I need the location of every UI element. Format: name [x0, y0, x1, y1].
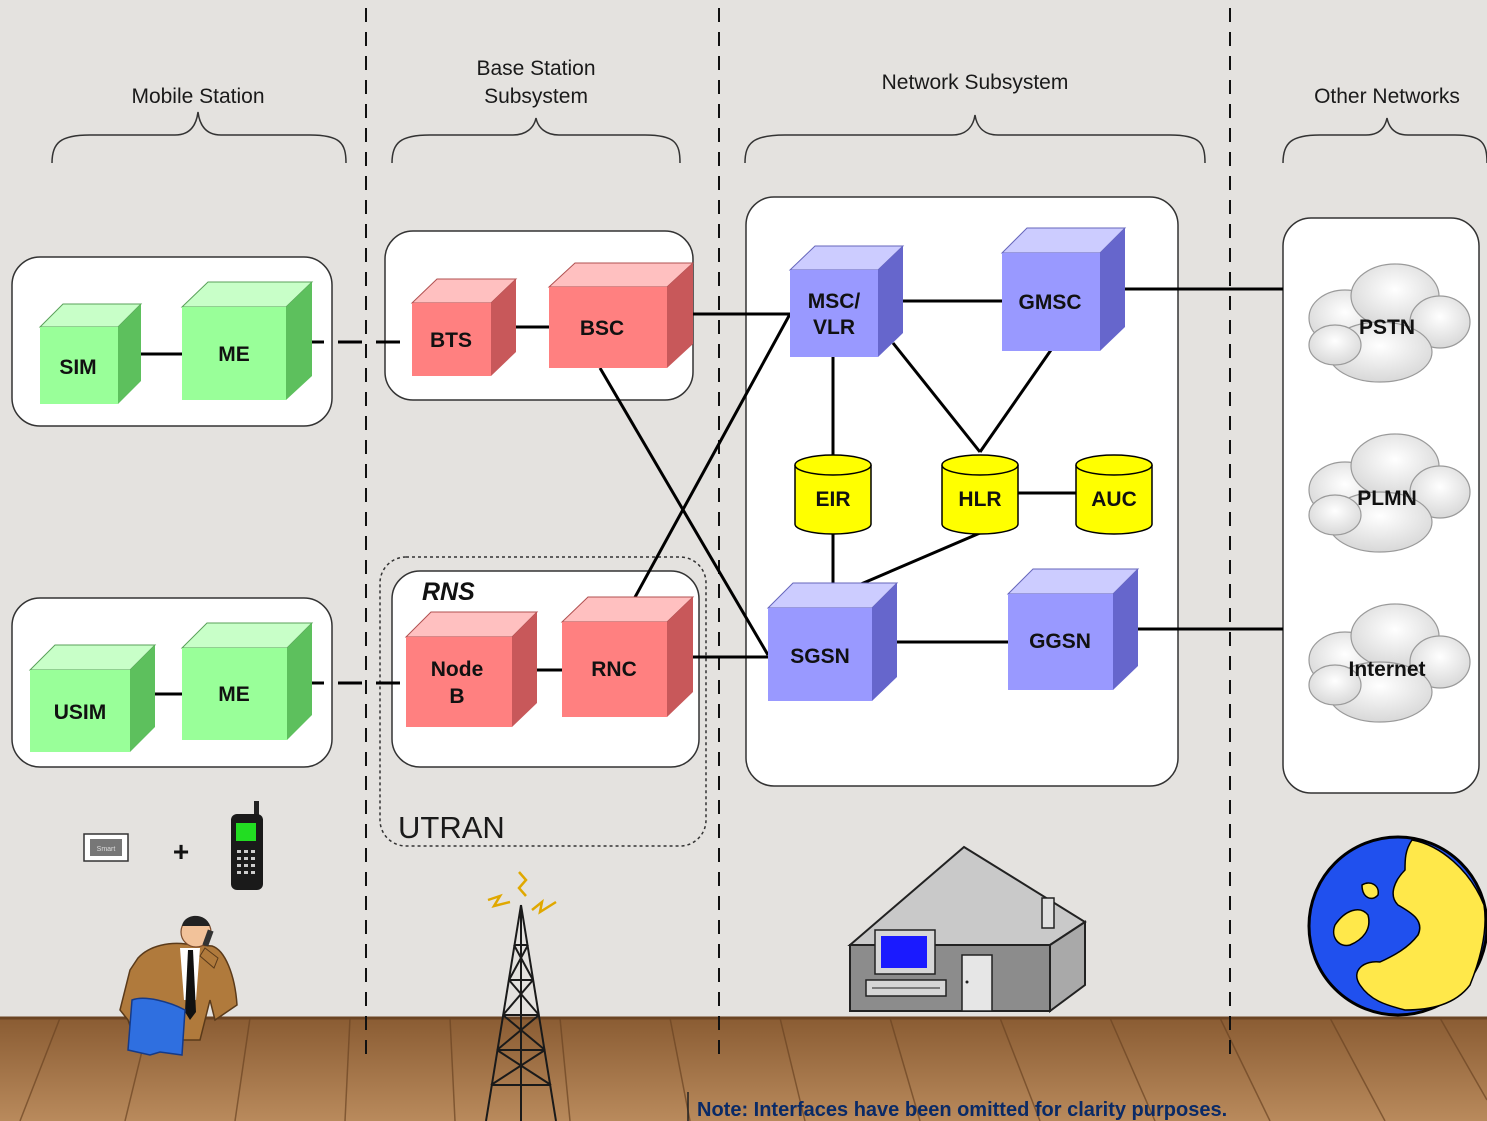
sim-label: SIM	[59, 356, 96, 379]
internet-label: Internet	[1348, 658, 1425, 681]
bss-brace	[391, 117, 681, 164]
house-with-computer-icon	[847, 845, 1087, 1013]
section-header-nss: Network Subsystem	[744, 71, 1206, 164]
me-label-gsm: ME	[218, 343, 250, 366]
mobile-station-brace	[51, 111, 347, 164]
mobile-phone-icon	[231, 801, 263, 890]
nodeb-label-line1: Node	[431, 658, 484, 681]
eir-database[interactable]: EIR	[794, 454, 872, 535]
section-header-mobile-station: Mobile Station	[51, 85, 347, 164]
gmsc-label: GMSC	[1019, 291, 1082, 314]
usim-label: USIM	[54, 701, 107, 724]
utran-label: UTRAN	[398, 810, 505, 845]
usim-node[interactable]: USIM	[28, 644, 157, 752]
globe-icon	[1307, 835, 1487, 1017]
bsc-label: BSC	[580, 317, 624, 340]
msc-label-line1: MSC/	[808, 290, 861, 313]
businessman-on-phone-icon	[119, 915, 238, 1056]
auc-label: AUC	[1091, 488, 1137, 511]
gmsc-node[interactable]: GMSC	[1000, 227, 1127, 351]
section-header-bss: Base Station Subsystem	[391, 57, 681, 164]
bsc-node[interactable]: BSC	[547, 262, 695, 368]
link-gmsc-hlr	[978, 349, 1053, 453]
link-rnc-msc	[626, 313, 792, 611]
link-bsc-sgsn	[598, 367, 770, 656]
nss-brace	[744, 114, 1206, 164]
section-dividers	[365, 8, 1231, 1058]
bss-label-line2: Subsystem	[484, 85, 588, 108]
hlr-database[interactable]: HLR	[941, 454, 1019, 535]
wooden-floor	[0, 1016, 1487, 1121]
nodeb-label-line2: B	[449, 685, 464, 708]
me-label-umts: ME	[218, 683, 250, 706]
rns-label: RNS	[422, 578, 475, 606]
msc-label-line2: VLR	[813, 316, 855, 339]
mobile-station-label: Mobile Station	[131, 85, 264, 108]
internet-cloud[interactable]: Internet	[1308, 603, 1471, 723]
ggsn-label: GGSN	[1029, 630, 1091, 653]
msc-vlr-node[interactable]: MSC/ VLR	[788, 245, 905, 357]
note-text: Note: Interfaces have been omitted for c…	[697, 1099, 1227, 1121]
plmn-label: PLMN	[1357, 487, 1417, 510]
pstn-label: PSTN	[1359, 316, 1415, 339]
other-networks-brace	[1282, 117, 1487, 164]
nodeb-node[interactable]: Node B	[404, 611, 539, 727]
rnc-label: RNC	[591, 658, 637, 681]
sim-node[interactable]: SIM	[38, 303, 143, 404]
eir-label: EIR	[815, 488, 850, 511]
bts-node[interactable]: BTS	[410, 278, 518, 376]
ggsn-node[interactable]: GGSN	[1006, 568, 1140, 690]
sgsn-label: SGSN	[790, 645, 850, 668]
bss-label-line1: Base Station	[476, 57, 595, 80]
rnc-node[interactable]: RNC	[560, 596, 695, 717]
utran-group-box	[379, 556, 707, 847]
section-header-other-networks: Other Networks	[1282, 85, 1487, 164]
plmn-cloud[interactable]: PLMN	[1308, 433, 1471, 553]
sgsn-node[interactable]: SGSN	[766, 582, 899, 701]
link-msc-hlr	[891, 342, 982, 453]
other-networks-label: Other Networks	[1314, 85, 1460, 108]
network-subsystem-label: Network Subsystem	[882, 71, 1069, 94]
card-text: Smart	[97, 846, 116, 853]
hlr-label: HLR	[958, 488, 1001, 511]
me-node-gsm[interactable]: ME	[180, 281, 314, 400]
radio-tower-icon	[485, 871, 557, 1121]
bts-label: BTS	[430, 329, 472, 352]
smart-card-icon: Smart	[83, 833, 129, 862]
plus-sign: +	[173, 836, 189, 867]
pstn-cloud[interactable]: PSTN	[1308, 263, 1471, 383]
me-node-umts[interactable]: ME	[180, 622, 314, 740]
connections	[118, 287, 1283, 696]
auc-database[interactable]: AUC	[1075, 454, 1153, 535]
